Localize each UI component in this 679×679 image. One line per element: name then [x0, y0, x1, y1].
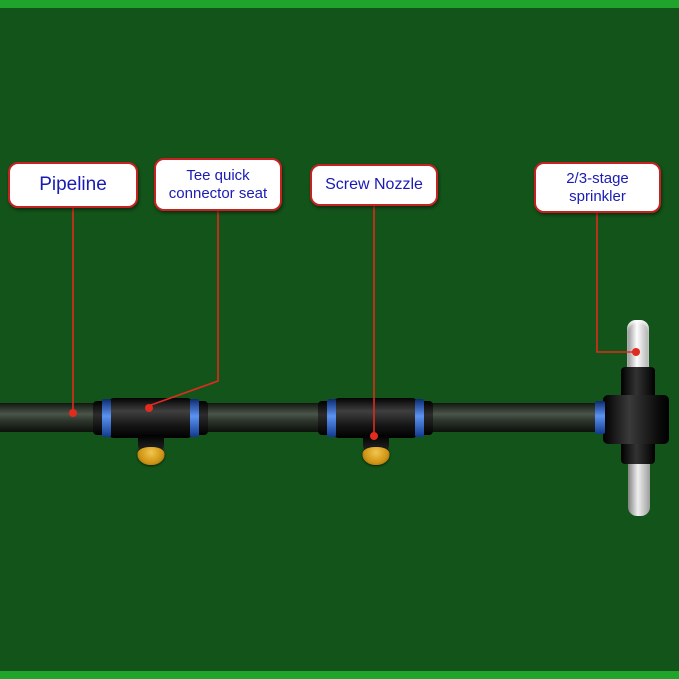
bottom-border-stripe: [0, 671, 679, 679]
screw-nozzle-2: [362, 444, 389, 465]
sprinkler-top-collar: [621, 367, 655, 400]
sprinkler-bottom-tube: [628, 460, 650, 516]
leader-dot-tee: [145, 404, 153, 412]
screw-nozzle-1: [137, 444, 164, 465]
callout-tee-line2: connector seat: [168, 184, 268, 202]
sprinkler-top-tube: [627, 320, 649, 373]
callout-pipeline-label: Pipeline: [39, 173, 107, 195]
callout-nozzle-label: Screw Nozzle: [325, 175, 423, 193]
tee-body: [333, 398, 418, 438]
sprinkler-blue-ring: [595, 401, 605, 434]
callout-sprinkler: 2/3-stage sprinkler: [534, 162, 661, 213]
sprinkler-assembly: [595, 318, 679, 518]
callout-screw-nozzle: Screw Nozzle: [310, 164, 438, 206]
leader-dot-nozzle: [370, 432, 378, 440]
tee-endcap-right: [421, 401, 433, 435]
tee-connector-1: [93, 398, 208, 465]
leader-tee: [150, 210, 219, 406]
tee-blue-ring-right: [415, 399, 424, 437]
tee-blue-ring-left: [327, 399, 336, 437]
tee-blue-ring-right: [190, 399, 199, 437]
callout-sprinkler-line1: 2/3-stage: [566, 169, 629, 187]
leader-sprinkler: [596, 212, 633, 353]
sprinkler-tee-body: [603, 395, 669, 444]
top-border-stripe: [0, 0, 679, 8]
callout-tee-connector: Tee quick connector seat: [154, 158, 282, 211]
callout-tee-line1: Tee quick: [186, 166, 250, 184]
tee-blue-ring-left: [102, 399, 111, 437]
leader-dot-pipeline: [69, 409, 77, 417]
leader-dot-sprinkler: [632, 348, 640, 356]
tee-endcap-right: [196, 401, 208, 435]
callout-sprinkler-line2: sprinkler: [569, 187, 626, 205]
tee-connector-2: [318, 398, 433, 465]
sprinkler-bottom-collar: [621, 440, 655, 464]
callout-pipeline: Pipeline: [8, 162, 138, 208]
